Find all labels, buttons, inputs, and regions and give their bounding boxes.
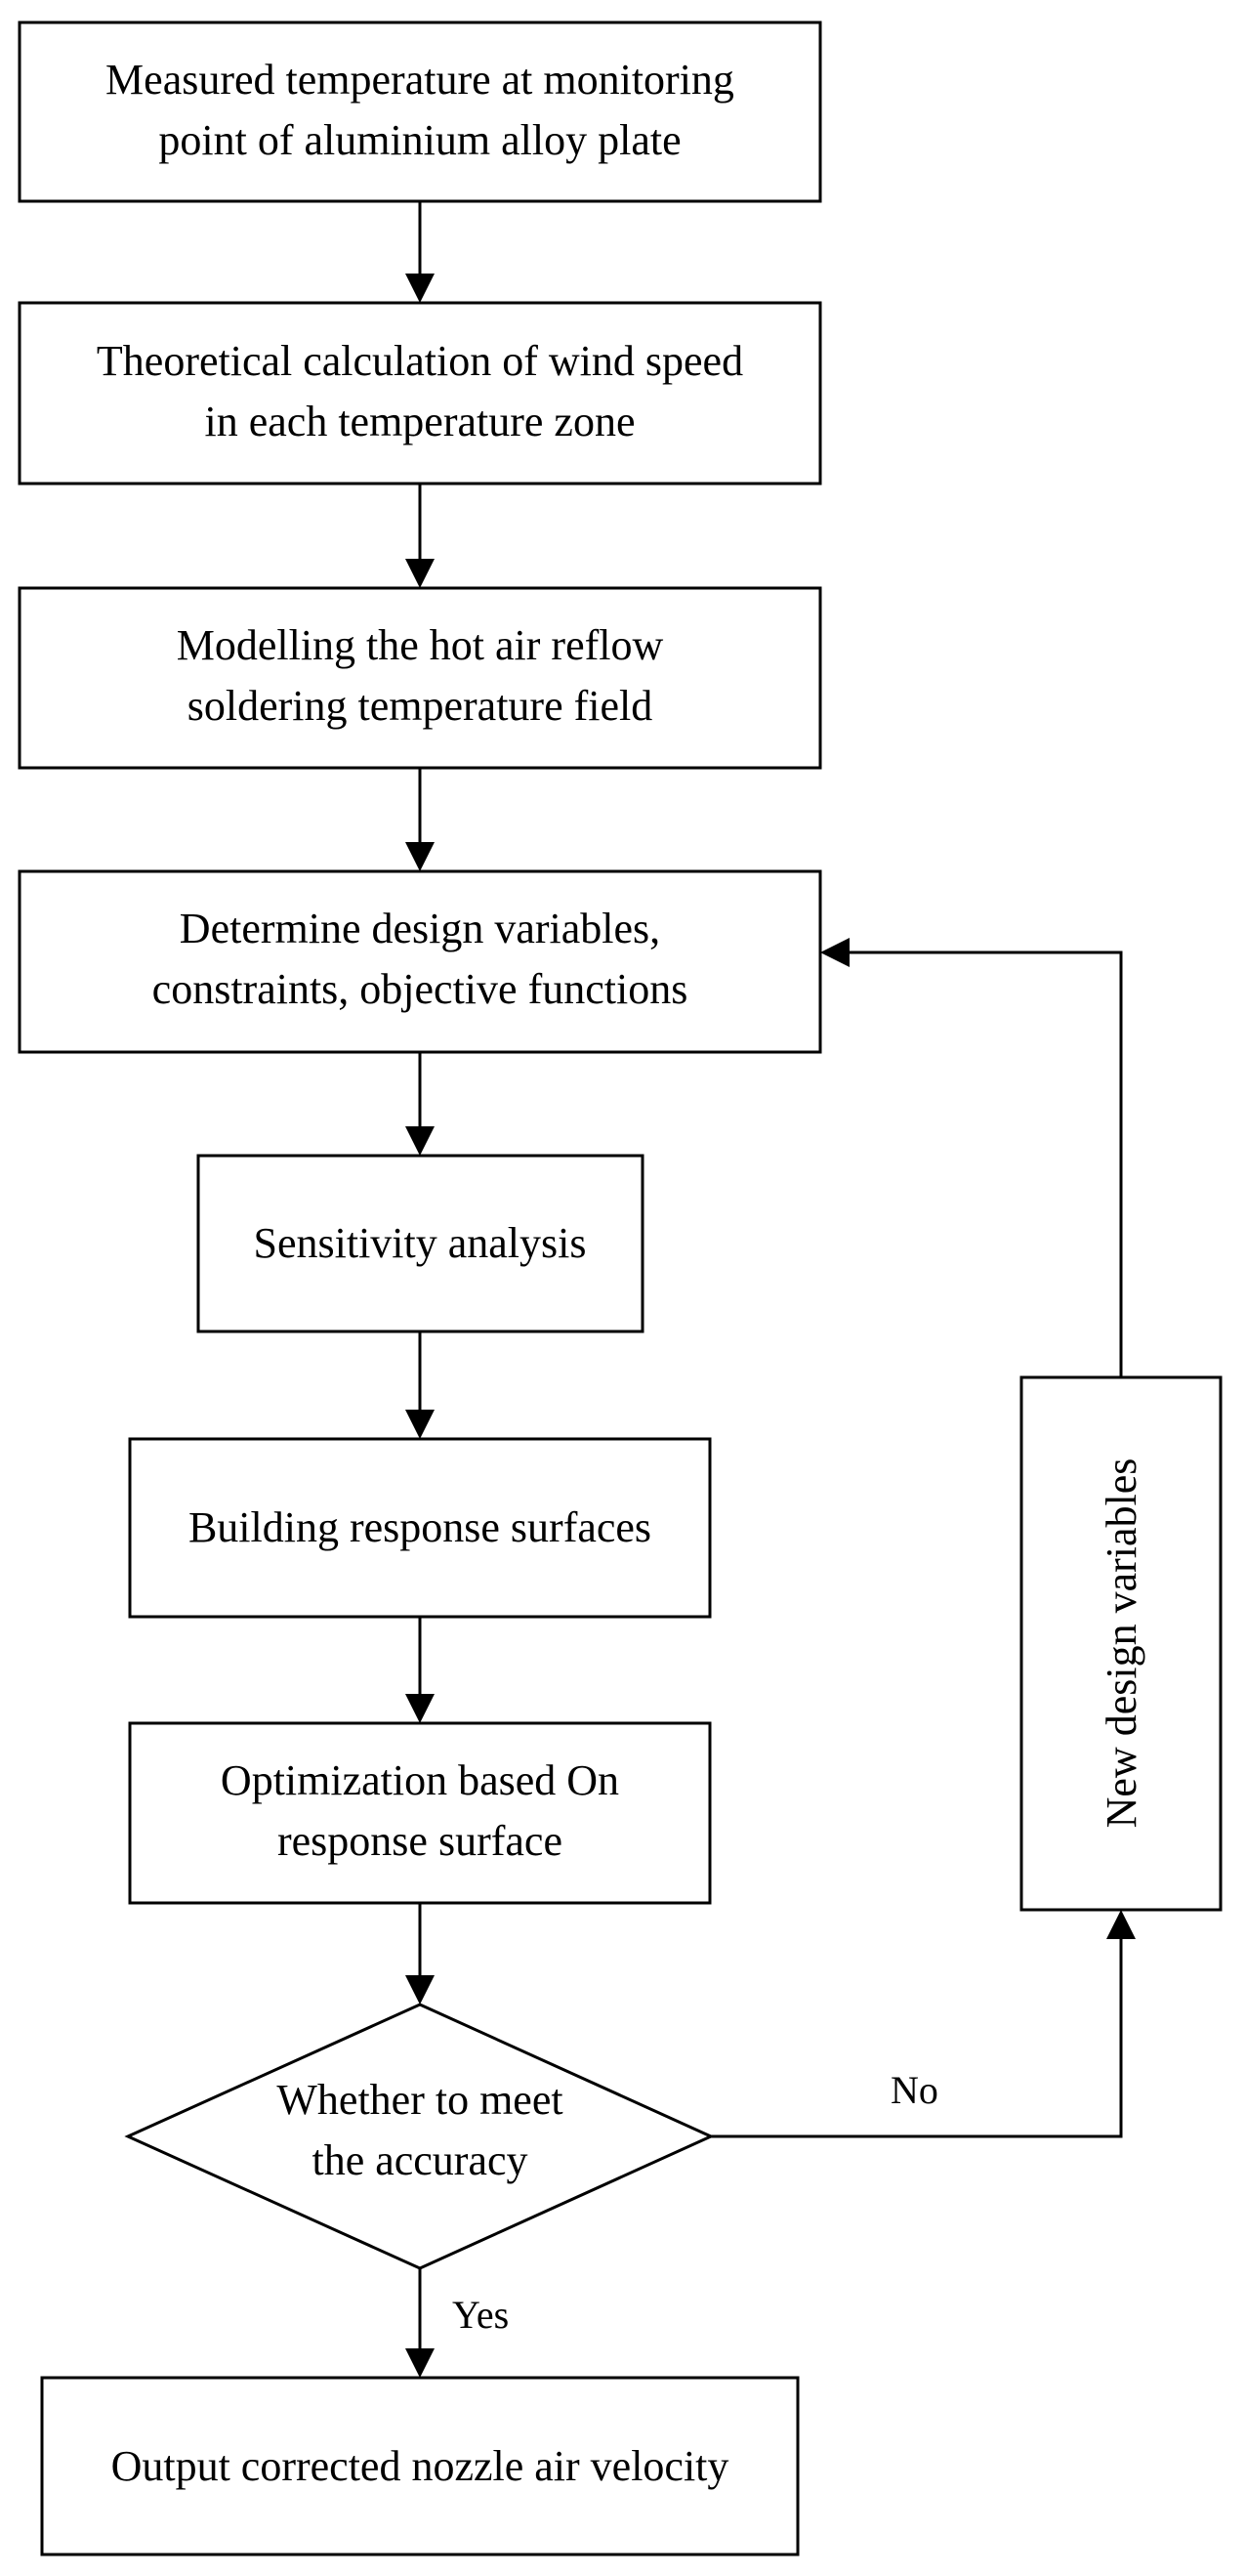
node-new-design-variables: New design variables [1019,1375,1223,1912]
node-modelling-temperature-field-line1: Modelling the hot air reflow [177,621,664,669]
node-accuracy-decision-line1: Whether to meet [276,2076,562,2124]
node-new-design-variables-line1: New design variables [1098,1458,1145,1829]
edge-label-yes: Yes [452,2293,509,2337]
node-measured-temperature-line2: point of aluminium alloy plate [158,116,681,164]
edge-label-no: No [891,2068,938,2112]
arrowhead-icon [405,274,435,303]
arrowhead-icon [405,1975,435,2005]
node-sensitivity-analysis-line1: Sensitivity analysis [254,1219,587,1267]
node-determine-design-variables-line1: Determine design variables, [180,905,660,952]
node-optimization-line1: Optimization based On [221,1756,619,1804]
node-optimization: Optimization based On response surface [128,1721,712,1905]
edge-new-variables-to-design [820,938,1123,1377]
arrowhead-icon [405,559,435,588]
edge-measured-to-wind [405,201,435,303]
node-measured-temperature: Measured temperature at monitoring point… [18,21,822,203]
edge-sensitivity-to-response [405,1331,435,1439]
edge-modelling-to-design [405,768,435,871]
node-accuracy-decision-line2: the accuracy [312,2136,527,2184]
node-output-air-velocity: Output corrected nozzle air velocity [40,2376,800,2556]
node-building-response-surfaces: Building response surfaces [128,1437,712,1619]
node-determine-design-variables: Determine design variables, constraints,… [18,869,822,1054]
node-output-air-velocity-line1: Output corrected nozzle air velocity [111,2442,729,2490]
node-wind-speed-calculation-line2: in each temperature zone [205,398,636,445]
edge-optimization-to-decision [405,1903,435,2005]
node-wind-speed-calculation-line1: Theoretical calculation of wind speed [97,337,743,385]
node-accuracy-decision: Whether to meet the accuracy [124,2003,715,2270]
node-optimization-line2: response surface [277,1817,562,1865]
arrowhead-icon [1106,1910,1136,1939]
edge-design-to-sensitivity [405,1052,435,1156]
node-building-response-surfaces-line1: Building response surfaces [188,1503,651,1551]
node-measured-temperature-line1: Measured temperature at monitoring [105,56,734,104]
node-wind-speed-calculation: Theoretical calculation of wind speed in… [18,301,822,486]
arrowhead-icon [405,2348,435,2378]
edge-wind-to-modelling [405,484,435,588]
edge-decision-to-new-variables: No [711,1910,1136,2138]
node-modelling-temperature-field: Modelling the hot air reflow soldering t… [18,586,822,770]
arrowhead-icon [405,1126,435,1156]
node-determine-design-variables-line2: constraints, objective functions [152,965,688,1013]
arrowhead-icon [405,1694,435,1723]
node-sensitivity-analysis: Sensitivity analysis [196,1154,644,1333]
arrowhead-icon [405,842,435,871]
arrowhead-icon [820,938,850,967]
node-modelling-temperature-field-line2: soldering temperature field [187,682,652,730]
arrowhead-icon [405,1410,435,1439]
edge-decision-to-output: Yes [405,2268,509,2378]
edge-response-to-optimization [405,1617,435,1723]
